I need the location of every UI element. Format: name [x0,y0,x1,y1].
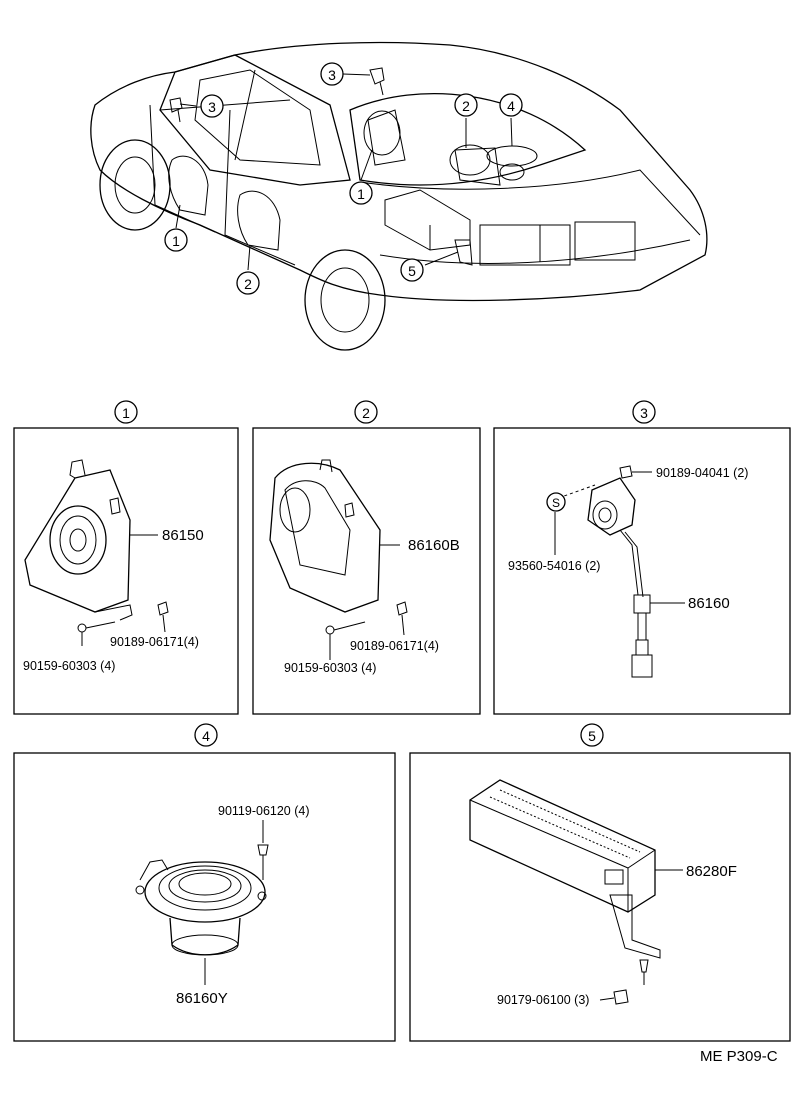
panel-1-part-90189: 90189-06171(4) [110,635,199,649]
panel-5-number: 5 [588,728,596,744]
panel-3-part-93560: 93560-54016 (2) [508,559,600,573]
panel-4: 4 90119-06120 (4) 86160Y [13,723,396,1042]
panel-4-part-90119: 90119-06120 (4) [218,804,310,818]
panel-4-part-86160Y: 86160Y [176,990,228,1007]
panel-3-symbol-s: S [552,496,560,510]
overview-callout-2b: 2 [236,271,260,295]
panel-3: 3 S 90189-04041 (2) 93560-54016 (2) 8616… [493,400,791,715]
diagram-code: ME P309-C [700,1048,778,1065]
panel-1-part-90159: 90159-60303 (4) [23,659,115,673]
overview-callout-1a: 1 [349,181,373,205]
overview-callout-5-text: 5 [408,263,416,279]
panel-2-number: 2 [362,405,370,421]
panel-1: 1 86150 90189-06171(4) 90159-60303 (4) [13,400,239,715]
panel-2-part-90159: 90159-60303 (4) [284,661,376,675]
panel-1-part-86150: 86150 [162,527,204,544]
overview-callout-3b: 3 [200,94,224,118]
overview-callout-2b-text: 2 [244,276,252,292]
panel-2: 2 86160B 90189-06171(4) 90159-60303 (4) [252,400,481,715]
overview-callout-5: 5 [400,258,424,282]
panel-5: 5 86280F 90179-06100 (3) [409,723,791,1042]
overview-callout-3a-text: 3 [328,67,336,83]
overview-callout-2a: 2 [454,93,478,117]
panel-3-part-86160: 86160 [688,595,730,612]
overview-callout-1a-text: 1 [357,186,365,202]
panel-2-part-90189: 90189-06171(4) [350,639,439,653]
overview-callout-4-text: 4 [507,98,515,114]
panel-5-part-86280F: 86280F [686,863,737,880]
panel-2-part-86160B: 86160B [408,537,460,554]
overview-callout-1b: 1 [164,228,188,252]
car-overview [90,41,708,351]
panel-1-number: 1 [122,405,130,421]
panel-3-part-90189: 90189-04041 (2) [656,466,748,480]
overview-callout-3b-text: 3 [208,99,216,115]
overview-callout-1b-text: 1 [172,233,180,249]
overview-callout-4: 4 [499,93,523,117]
panel-3-number: 3 [640,405,648,421]
panel-5-part-90179: 90179-06100 (3) [497,993,589,1007]
panel-4-number: 4 [202,728,210,744]
overview-callout-3a: 3 [320,62,344,86]
overview-callout-2a-text: 2 [462,98,470,114]
